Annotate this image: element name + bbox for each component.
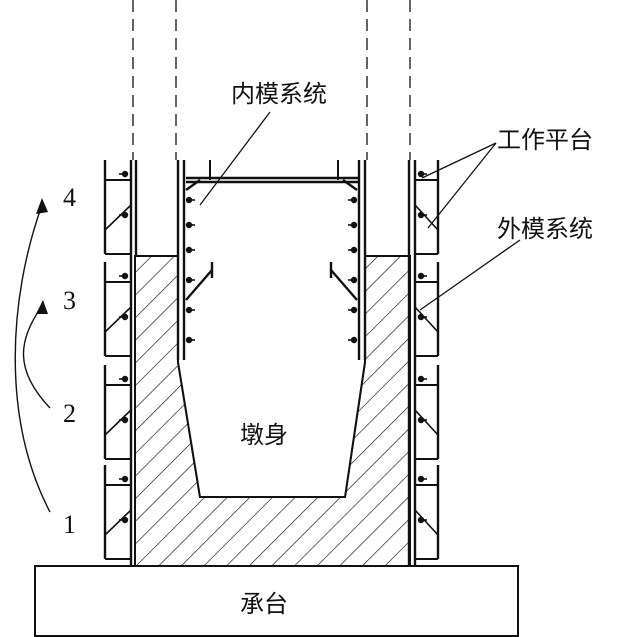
stage-label-4: 4 xyxy=(63,183,76,212)
inner-formwork-boards xyxy=(176,160,367,360)
work-platform-label: 工作平台 xyxy=(497,126,593,154)
outer-formwork-label: 外模系统 xyxy=(497,215,593,243)
bracket-brace-left xyxy=(104,306,132,333)
bracket-brace-left xyxy=(104,204,132,231)
pier-body-label: 墩身 xyxy=(240,421,288,449)
pile-cap xyxy=(34,565,519,637)
pier-hollow xyxy=(177,256,366,498)
stage-label-3: 3 xyxy=(63,286,76,315)
pile-cap-label: 承台 xyxy=(240,590,288,618)
bracket-brace-left xyxy=(104,409,132,436)
guide-lines xyxy=(132,0,411,160)
bracket-brace-right xyxy=(414,306,439,333)
bracket-brace-left xyxy=(104,509,132,536)
outer-formwork-brackets xyxy=(103,160,440,560)
inner-formwork-label: 内模系统 xyxy=(231,80,327,108)
climbing-arrows xyxy=(14,204,51,513)
stage-label-2: 2 xyxy=(63,399,76,428)
bracket-brace-right xyxy=(414,204,439,231)
leader-lines xyxy=(199,111,521,311)
arrow-heads xyxy=(36,198,48,314)
outer-formwork-boards xyxy=(129,160,417,566)
bracket-brace-right xyxy=(414,409,439,436)
stage-label-1: 1 xyxy=(63,510,76,539)
bracket-brace-right xyxy=(414,509,439,536)
formwork-tie-pins xyxy=(119,170,427,524)
